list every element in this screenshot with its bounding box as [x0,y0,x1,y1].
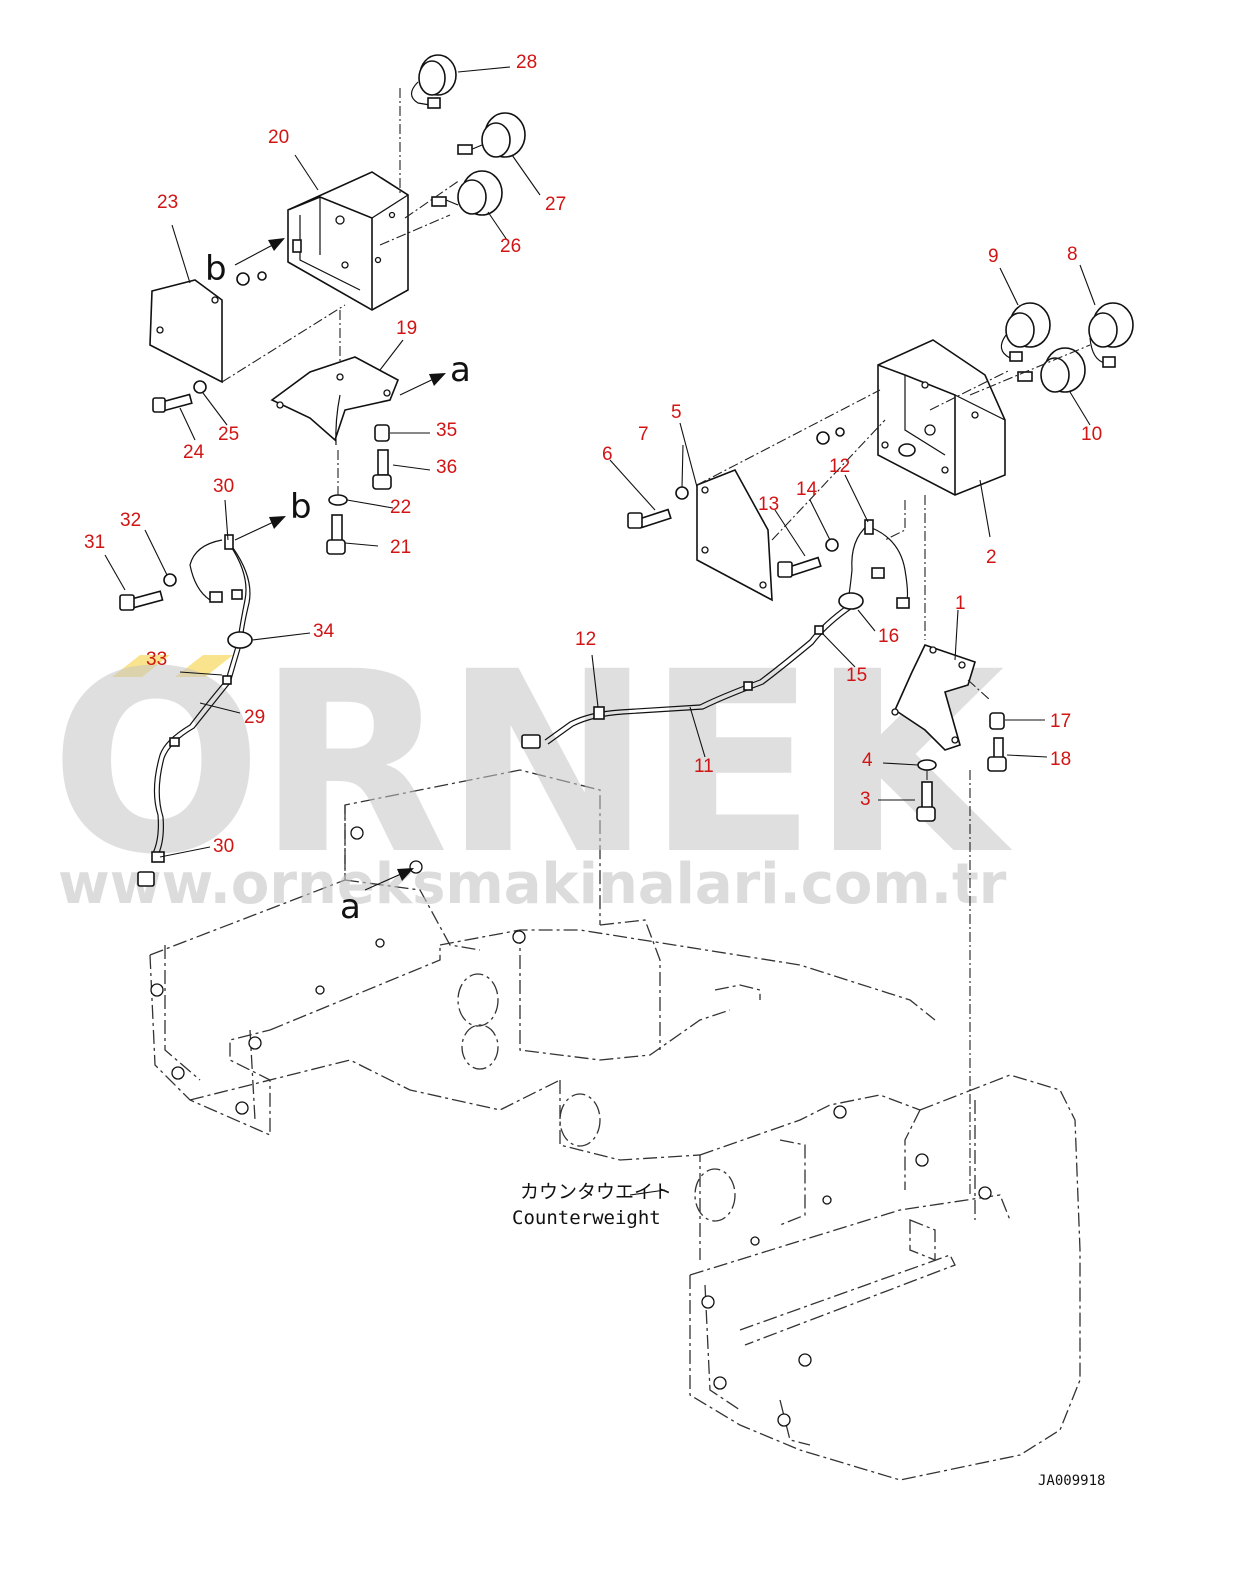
callout-17: 17 [1050,711,1071,732]
callout-2: 2 [986,547,997,568]
callout-23: 23 [157,192,178,213]
lamp-9 [1000,302,1051,362]
callout-30-bottom: 30 [213,836,234,857]
callout-4: 4 [862,750,873,771]
right-lamp-housing [627,302,1134,640]
callout-12-bottom: 12 [575,629,596,650]
callout-7: 7 [638,424,649,445]
callout-29: 29 [244,707,265,728]
lamp-28 [410,54,457,109]
callout-30-top: 30 [213,476,234,497]
callout-3: 3 [860,789,871,810]
callout-36: 36 [436,457,457,478]
view-letter-a-bottom: a [340,887,361,927]
counterweight-outline [149,769,1081,1481]
callout-1: 1 [955,593,966,614]
callout-15: 15 [846,665,867,686]
callout-31: 31 [84,532,105,553]
callout-10: 10 [1081,424,1102,445]
callout-9: 9 [988,246,999,267]
lamp-26 [431,170,503,216]
callout-6: 6 [602,444,613,465]
callout-32: 32 [120,510,141,531]
left-lamp-housing [149,54,526,384]
watermark: ORNEK www.orneksmakinalari.com.tr [50,618,1019,917]
callout-26: 26 [500,236,521,257]
callout-11: 11 [694,756,714,777]
bracket-1 [891,644,1007,1195]
lamp-10 [1017,347,1086,393]
callout-34: 34 [313,621,335,642]
callout-27: 27 [545,194,566,215]
lamp-8 [1088,302,1134,368]
callout-16: 16 [878,626,899,647]
callout-12-top: 12 [829,456,850,477]
view-letter-a-top: a [450,350,471,390]
callout-14: 14 [796,479,818,500]
callout-20: 20 [268,127,289,148]
left-harness-29 [119,534,253,887]
callout-leaders [104,66,1096,1196]
lamp-27 [457,112,526,158]
callout-8: 8 [1067,244,1078,265]
callout-13: 13 [758,494,779,515]
callout-21: 21 [390,537,411,558]
callout-22: 22 [390,497,411,518]
callout-19: 19 [396,318,417,339]
callout-labels: 28 20 27 23 26 9 8 19 35 36 24 25 10 5 7… [84,52,1102,857]
callout-35: 35 [436,420,457,441]
counterweight-label-jp: カウンタウエイト [520,1181,672,1203]
watermark-url: www.orneksmakinalari.com.tr [58,852,1007,917]
drawing-code: JA009918 [1038,1473,1105,1489]
callout-5: 5 [671,402,682,423]
callout-33: 33 [146,649,167,670]
view-letter-b-bottom: b [290,487,312,527]
counterweight-label-en: Counterweight [512,1207,661,1229]
right-harness-11 [521,519,910,749]
watermark-brand: ORNEK [50,618,1013,909]
counterweight-bolts [150,826,992,1427]
bracket-19 [270,356,400,446]
callout-28: 28 [516,52,537,73]
left-fasteners [152,380,392,555]
view-arrows [234,238,446,891]
callout-18: 18 [1050,749,1071,770]
callout-24: 24 [183,442,205,463]
callout-25: 25 [218,424,239,445]
view-letter-b-top: b [205,249,227,289]
